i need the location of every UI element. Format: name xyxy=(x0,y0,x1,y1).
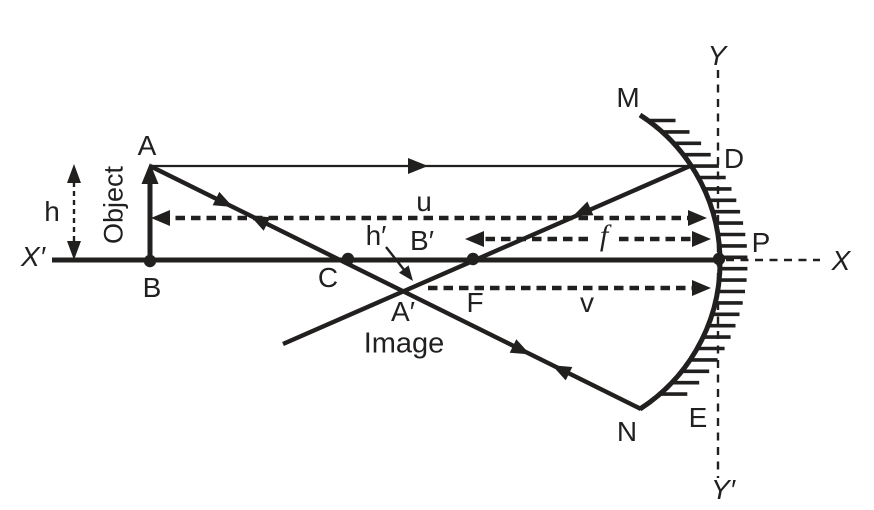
f-left-arrowhead xyxy=(465,231,484,247)
label-focal-length-f: f xyxy=(599,219,609,252)
caption-object: Object xyxy=(98,165,129,245)
label-point-e: E xyxy=(688,402,708,433)
v-right-arrowhead xyxy=(692,280,711,296)
label-image-distance-v: v xyxy=(580,287,594,318)
reflected-ray-through-focus xyxy=(282,163,691,347)
u-right-arrowhead xyxy=(688,210,707,226)
label-point-m: M xyxy=(616,82,640,113)
caption-image: Image xyxy=(363,327,445,360)
center-ray-arrowhead-incident-1 xyxy=(212,191,233,207)
image-pointer-shaft xyxy=(385,246,406,272)
label-point-c: C xyxy=(317,262,339,293)
point-f-dot xyxy=(466,252,480,266)
h-measure-down-arrowhead xyxy=(67,241,81,260)
label-object-distance-u: u xyxy=(416,186,432,217)
label-axis-x-prime: X′ xyxy=(21,241,45,272)
mirror-hatching xyxy=(649,118,748,396)
center-ray-arrowhead-reflected-1 xyxy=(250,215,271,231)
u-left-arrowhead xyxy=(151,210,170,226)
h-measure-up-arrowhead xyxy=(67,164,81,183)
label-point-p: P xyxy=(751,227,771,258)
label-point-a: A xyxy=(137,130,157,161)
focus-ray-arrowhead xyxy=(573,201,594,216)
parallel-ray-arrowhead xyxy=(408,158,428,174)
center-ray-arrowhead-reflected-2 xyxy=(552,365,573,381)
label-point-f: F xyxy=(466,287,484,318)
image-pointer-head xyxy=(399,265,413,281)
label-point-d: D xyxy=(723,143,745,174)
label-axis-x: X xyxy=(831,245,851,276)
label-axis-y-prime: Y′ xyxy=(711,474,735,505)
f-right-arrowhead xyxy=(692,231,711,247)
label-point-b: B xyxy=(142,272,162,303)
label-point-b-prime: B′ xyxy=(410,225,434,256)
label-point-n: N xyxy=(616,416,638,447)
object-arrow-head xyxy=(141,163,159,184)
point-c-dot xyxy=(341,252,355,266)
label-image-height-h-prime: h′ xyxy=(365,220,387,251)
point-p-dot xyxy=(712,252,726,266)
point-b-dot xyxy=(143,254,157,268)
label-object-height-h: h xyxy=(44,196,60,227)
label-point-a-prime: A′ xyxy=(391,296,415,327)
label-axis-y: Y xyxy=(707,40,727,71)
center-ray-arrowhead-incident-2 xyxy=(509,339,530,355)
